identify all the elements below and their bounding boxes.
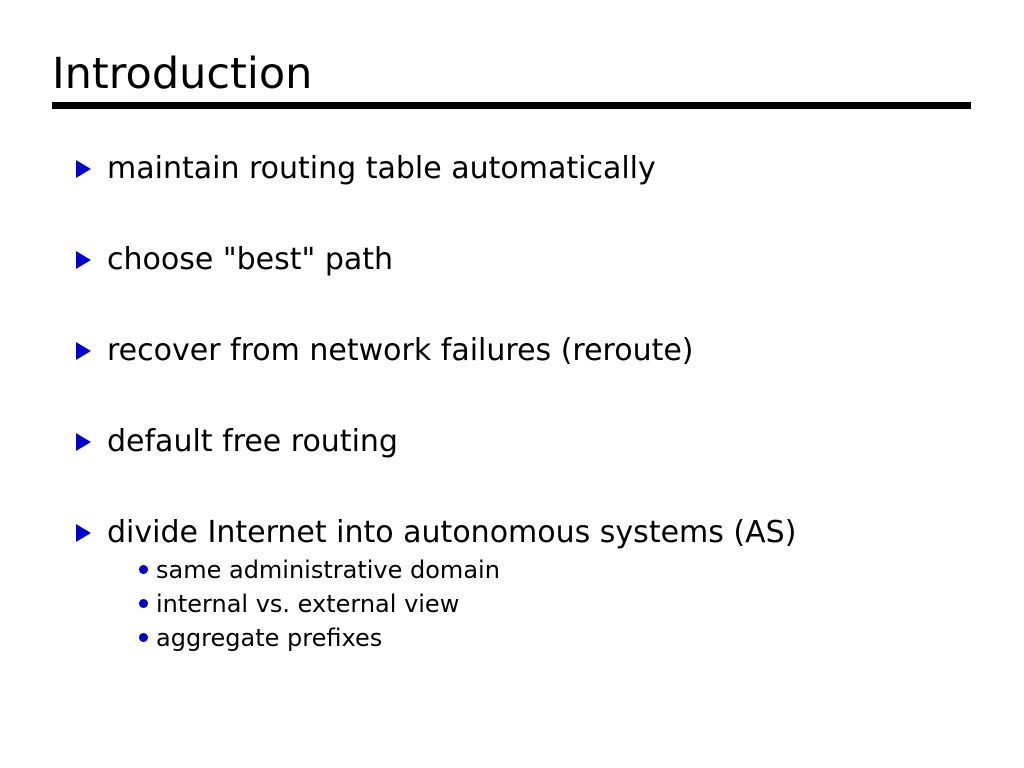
bullet-text: recover from network failures (reroute) — [107, 333, 694, 368]
triangle-right-icon — [76, 342, 91, 360]
sub-list-item: internal vs. external view — [139, 588, 1006, 622]
sub-list-item: same administrative domain — [139, 554, 1006, 588]
sub-bullet-list: same administrative domain internal vs. … — [107, 554, 1006, 656]
list-item: recover from network failures (reroute) — [76, 332, 1006, 423]
bullet-text: divide Internet into autonomous systems … — [107, 515, 797, 550]
title-underline-rule — [52, 102, 971, 109]
sub-bullet-text: same administrative domain — [156, 556, 500, 584]
list-item: choose "best" path — [76, 241, 1006, 332]
title-block: Introduction — [52, 48, 972, 109]
bullet-text: choose "best" path — [107, 242, 394, 277]
triangle-right-icon — [76, 433, 91, 451]
bullet-text: default free routing — [107, 424, 398, 459]
page-title: Introduction — [52, 49, 313, 99]
dot-icon — [139, 565, 148, 574]
sub-bullet-text: aggregate prefixes — [156, 624, 383, 652]
list-item: default free routing — [76, 423, 1006, 514]
sub-list-item: aggregate prefixes — [139, 622, 1006, 656]
dot-icon — [139, 633, 148, 642]
list-item: divide Internet into autonomous systems … — [76, 514, 1006, 656]
bullet-list: maintain routing table automatically cho… — [76, 150, 1006, 656]
bullet-text: maintain routing table automatically — [107, 151, 656, 186]
triangle-right-icon — [76, 251, 91, 269]
triangle-right-icon — [76, 524, 91, 542]
list-item: maintain routing table automatically — [76, 150, 1006, 241]
dot-icon — [139, 599, 148, 608]
sub-bullet-text: internal vs. external view — [156, 590, 460, 618]
triangle-right-icon — [76, 160, 91, 178]
